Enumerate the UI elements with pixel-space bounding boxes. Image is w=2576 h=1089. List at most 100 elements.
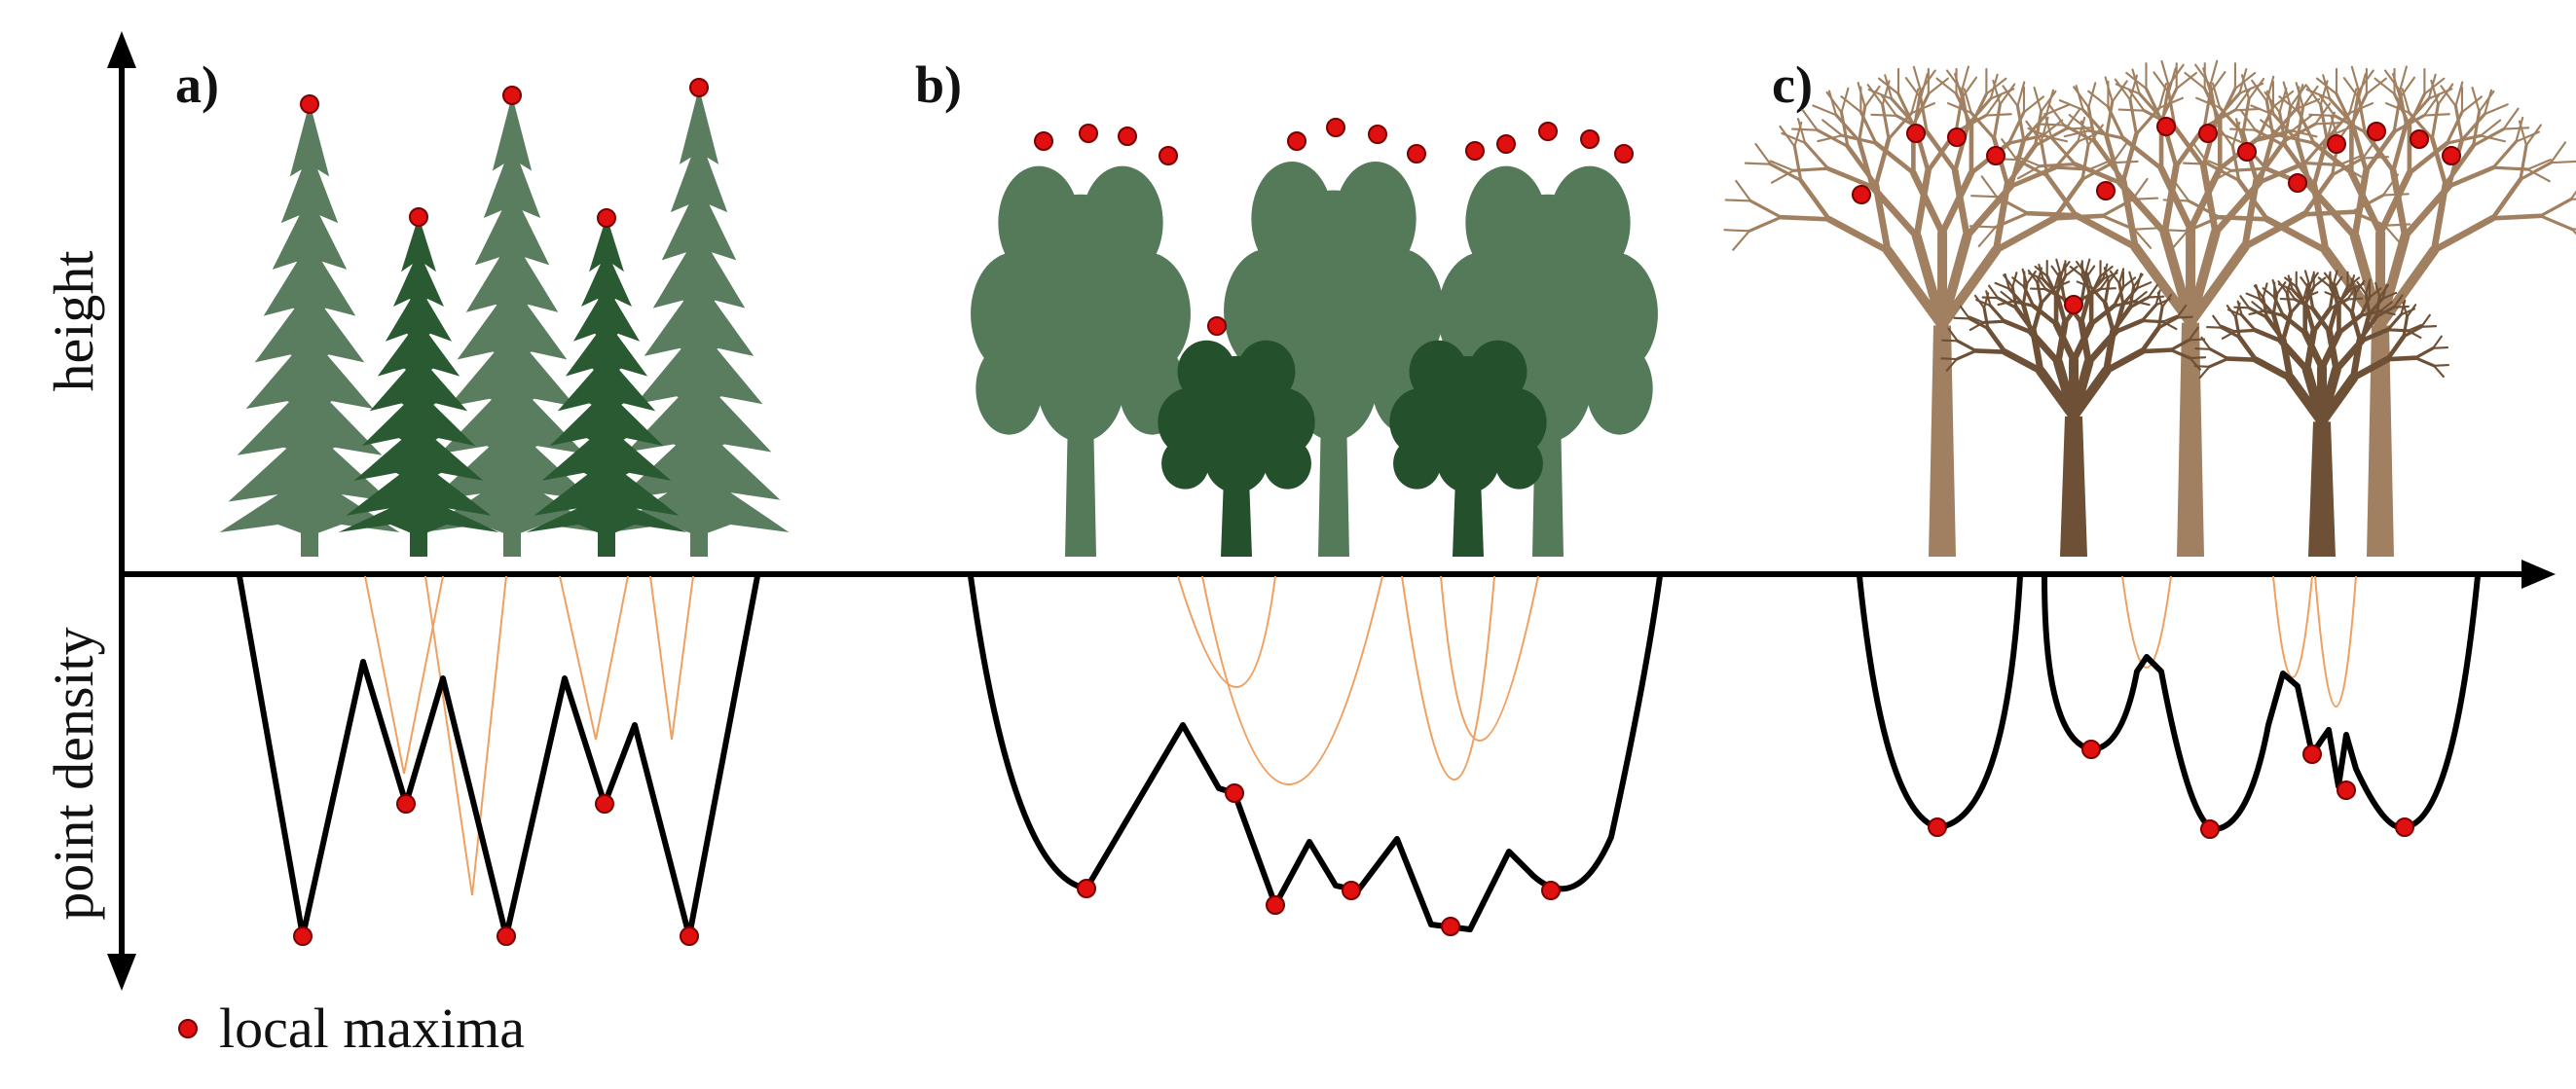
density-curve-c: [1857, 575, 2023, 830]
local-maximum-point: [1225, 783, 1244, 803]
local-maximum-point: [2337, 780, 2356, 800]
bare-tree-2-trunk: [2060, 416, 2087, 557]
conifer-tree-1-crown: [219, 102, 400, 536]
individual-curve-5: [559, 575, 597, 741]
individual-curve-3: [424, 575, 473, 896]
local-maximum-point: [1541, 881, 1561, 900]
combined-density-curves: [237, 575, 2481, 939]
local-maximum-point: [597, 208, 616, 228]
individual-curve-10: [1201, 575, 1383, 785]
local-maximum-point: [2327, 134, 2346, 154]
local-maximum-point: [1407, 144, 1426, 163]
local-maximum-point: [396, 794, 416, 814]
local-maximum-point: [300, 94, 319, 114]
individual-curve-11: [1401, 575, 1495, 780]
conifer-tree-5-trunk: [690, 527, 708, 557]
local-maximum-point: [1538, 122, 1558, 141]
individual-curve-12: [1440, 575, 1539, 742]
local-maximum-point: [1342, 881, 1361, 900]
local-maximum-point: [595, 794, 614, 814]
conifer-tree-4: [526, 216, 687, 557]
local-maximum-point: [1326, 118, 1345, 137]
individual-curve-7: [649, 575, 673, 741]
local-maximum-point: [1580, 129, 1600, 149]
local-maximum-point: [2081, 740, 2101, 759]
bare-tree-4: [2193, 270, 2449, 557]
individual-curve-8: [671, 575, 694, 741]
individual-curve-4: [471, 575, 507, 896]
local-maximum-point: [2410, 129, 2429, 149]
local-maxima-markers: [293, 78, 2461, 946]
bare-tree-1-trunk: [1929, 325, 1956, 557]
bare-tree-2: [1940, 258, 2207, 557]
vertical-axis-arrow-down: [107, 954, 136, 991]
conifer-tree-1-trunk: [301, 527, 318, 557]
local-maximum-point: [2096, 181, 2116, 200]
leafy-tree-4: [1389, 340, 1547, 557]
panel-b-leafy-trees: [971, 162, 1658, 557]
individual-tree-density-curves: [364, 575, 2357, 896]
leafy-tree-1: [971, 165, 1191, 557]
local-maximum-point: [680, 926, 699, 946]
conifer-tree-4-crown: [526, 216, 687, 536]
local-maximum-point: [2302, 744, 2322, 764]
individual-curve-2: [403, 575, 444, 775]
local-maximum-point: [1441, 917, 1460, 936]
bare-tree-1: [1723, 65, 2160, 557]
panel-b-label: b): [915, 55, 962, 114]
local-maximum-point: [2237, 142, 2257, 162]
local-maximum-point: [1266, 895, 1285, 915]
local-maximum-point: [1906, 124, 1926, 143]
panel-c-bare-trees: [1723, 59, 2576, 557]
local-maximum-point: [2288, 173, 2307, 193]
local-maximum-point: [2367, 122, 2386, 141]
local-maximum-point: [2156, 117, 2176, 136]
local-maximum-point: [1986, 146, 2006, 165]
local-maximum-point: [1159, 146, 1178, 165]
conifer-tree-5: [608, 88, 790, 557]
local-maximum-point: [1034, 131, 1053, 151]
conifer-tree-3: [422, 95, 603, 557]
bare-tree-5-trunk: [2367, 325, 2394, 557]
conifer-tree-3-crown: [422, 95, 603, 536]
conifer-tree-1: [219, 102, 400, 557]
local-maximum-point: [1368, 125, 1387, 144]
bare-tree-4-trunk: [2308, 421, 2336, 557]
local-maximum-point: [1947, 127, 1967, 147]
conifer-tree-2-trunk: [410, 527, 427, 557]
local-maximum-point: [689, 78, 709, 97]
legend: local maxima: [178, 997, 525, 1060]
panel-c-label: c): [1772, 55, 1813, 114]
individual-curve-14: [2272, 575, 2313, 678]
conifer-tree-2: [338, 216, 499, 557]
local-maximum-point: [293, 926, 313, 946]
conifer-tree-5-crown: [608, 88, 790, 536]
leafy-tree-2: [1158, 340, 1315, 557]
vertical-axis-arrow-up: [107, 31, 136, 68]
local-maximum-point: [1928, 817, 1947, 837]
conifer-tree-3-trunk: [503, 527, 521, 557]
local-maximum-point: [2064, 295, 2083, 314]
density-curve-a: [237, 575, 760, 939]
local-maximum-point: [1077, 879, 1096, 898]
y-axis-upper-label: height: [42, 251, 105, 392]
local-maximum-point: [1287, 131, 1306, 151]
conifer-tree-4-trunk: [598, 527, 615, 557]
legend-maxima-label: local maxima: [219, 997, 525, 1060]
individual-curve-6: [595, 575, 629, 741]
panel-a-conifer-trees: [219, 88, 790, 557]
local-maximum-point: [1118, 127, 1137, 146]
panel-a-label: a): [175, 55, 219, 114]
local-maximum-point: [1614, 144, 1634, 163]
conifer-tree-2-crown: [338, 216, 499, 536]
local-maximum-point: [409, 207, 428, 227]
horizontal-axis-arrow: [2521, 560, 2556, 589]
local-maximum-point: [2198, 124, 2218, 143]
local-maximum-point: [1079, 124, 1098, 143]
density-curve-d: [2042, 575, 2481, 832]
individual-curve-9: [1177, 575, 1276, 688]
local-maximum-point: [1852, 185, 1871, 204]
local-maximum-point: [502, 86, 522, 105]
local-maximum-point: [1207, 316, 1227, 336]
